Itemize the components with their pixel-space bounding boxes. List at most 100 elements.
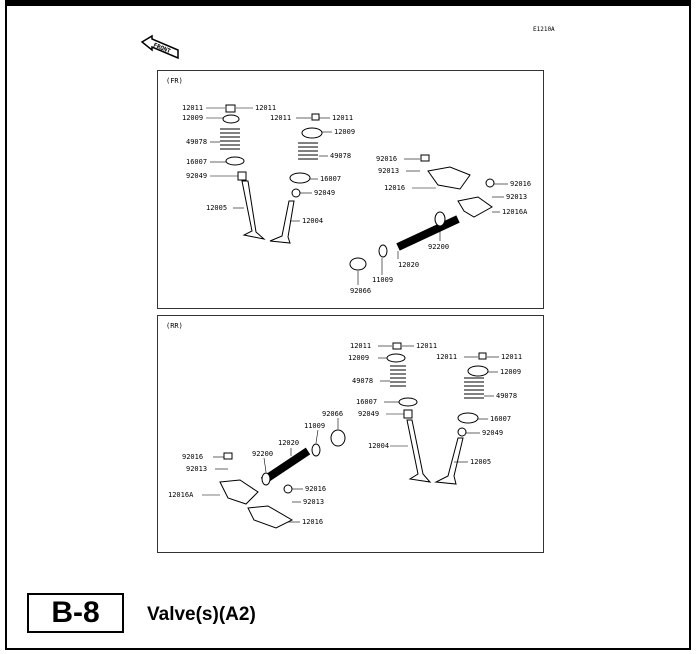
part-retainer <box>386 353 406 363</box>
panel-title-fr: (FR) <box>166 77 183 85</box>
callout-label: 92049 <box>358 410 379 418</box>
callout-label: 12011 <box>255 104 276 112</box>
callout-label: 16007 <box>490 415 511 423</box>
callout-label: 11009 <box>304 422 325 430</box>
part-valve-intake <box>269 200 295 244</box>
callout-label: 11009 <box>372 276 393 284</box>
callout-label: 92016 <box>376 155 397 163</box>
part-seal <box>289 172 311 184</box>
callout-label: 49078 <box>352 377 373 385</box>
callout-label: 92049 <box>314 189 335 197</box>
front-label: FRONT <box>152 42 172 55</box>
callout-label: 92013 <box>186 465 207 473</box>
part-retainer <box>467 365 489 377</box>
callout-label: 12005 <box>206 204 227 212</box>
part-seal <box>398 397 418 407</box>
callout-label: 12011 <box>270 114 291 122</box>
part-stem-seal <box>403 409 413 419</box>
part-plug <box>330 429 346 447</box>
part-plug <box>349 257 367 271</box>
callout-label: 12011 <box>182 104 203 112</box>
callout-label: 12020 <box>398 261 419 269</box>
callout-label: 92013 <box>303 498 324 506</box>
callout-label: 12016 <box>302 518 323 526</box>
callout-label: 12009 <box>182 114 203 122</box>
callout-label: 12004 <box>368 442 389 450</box>
part-rocker-arm <box>247 505 294 529</box>
callout-label: 12011 <box>436 353 457 361</box>
part-spring <box>298 142 318 160</box>
callout-label: 12011 <box>332 114 353 122</box>
section-title: Valve(s)(A2) <box>147 604 256 625</box>
part-o-ring <box>311 443 321 457</box>
section-code-badge: B-8 <box>27 593 124 633</box>
callout-label: 92066 <box>350 287 371 295</box>
part-rocker-arm <box>427 166 471 190</box>
parts-illustration-rr: 12011 12011 12009 49078 16007 92049 1200… <box>168 342 522 529</box>
callout-label: 12011 <box>501 353 522 361</box>
part-seal <box>457 412 479 424</box>
front-arrow-icon: FRONT <box>140 34 179 60</box>
part-rocker-shaft <box>260 447 311 485</box>
callout-label: 12011 <box>416 342 437 350</box>
part-rocker-arm-a <box>457 196 493 218</box>
callout-label: 92013 <box>378 167 399 175</box>
callout-label: 49078 <box>186 138 207 146</box>
callout-label: 12020 <box>278 439 299 447</box>
part-keeper <box>392 342 402 350</box>
part-keeper <box>478 352 487 360</box>
callout-label: 92049 <box>186 172 207 180</box>
callout-label: 16007 <box>320 175 341 183</box>
part-o-ring <box>261 472 271 486</box>
callout-label: 16007 <box>356 398 377 406</box>
callout-label: 49078 <box>496 392 517 400</box>
part-stem-seal <box>237 171 247 181</box>
page-frame <box>5 0 691 650</box>
callout-label: 92200 <box>428 243 449 251</box>
part-valve-exhaust <box>434 437 464 485</box>
part-adjuster-nut <box>283 484 293 494</box>
part-spring <box>464 377 484 399</box>
callout-label: 92013 <box>506 193 527 201</box>
callout-label: 12009 <box>348 354 369 362</box>
part-spring <box>220 128 240 150</box>
callout-label: 12005 <box>470 458 491 466</box>
callout-labels-fr: 12011 12011 12009 49078 16007 92049 1200… <box>182 104 531 295</box>
callout-label: 92066 <box>322 410 343 418</box>
part-rocker-arm-a <box>219 479 259 505</box>
callout-label: 12004 <box>302 217 323 225</box>
part-spring <box>390 365 406 387</box>
part-keeper <box>311 113 320 121</box>
callout-label: 12016A <box>168 491 194 499</box>
callout-label: 12016 <box>384 184 405 192</box>
callout-label: 12016A <box>502 208 528 216</box>
callout-label: 16007 <box>186 158 207 166</box>
part-seal <box>225 156 245 166</box>
callout-label: 92016 <box>305 485 326 493</box>
callout-label: 92049 <box>482 429 503 437</box>
callout-labels-rr: 12011 12011 12009 49078 16007 92049 1200… <box>168 342 522 526</box>
diagram-panel-fr: (FR) <box>157 70 544 309</box>
callout-label: 12009 <box>500 368 521 376</box>
part-adjuster-nut <box>420 154 430 162</box>
part-retainer <box>222 114 240 124</box>
part-stem-seal <box>457 427 467 437</box>
callout-label: 49078 <box>330 152 351 160</box>
callout-label: 12009 <box>334 128 355 136</box>
part-valve-exhaust <box>241 180 266 240</box>
figure-code: E1210A <box>533 26 555 33</box>
callout-label: 92016 <box>510 180 531 188</box>
part-adjuster-nut <box>223 452 233 460</box>
part-adjuster-nut <box>485 178 495 188</box>
part-stem-seal <box>291 188 301 198</box>
callout-label: 12011 <box>350 342 371 350</box>
part-valve-intake <box>406 419 432 483</box>
panel-title-rr: (RR) <box>166 322 183 330</box>
diagram-panel-rr: (RR) <box>157 315 544 553</box>
callout-label: 92016 <box>182 453 203 461</box>
part-retainer <box>301 127 323 139</box>
callout-label: 92200 <box>252 450 273 458</box>
part-o-ring <box>434 211 446 227</box>
parts-illustration-fr: 12011 12011 12009 49078 16007 92049 1200… <box>182 104 531 295</box>
part-keeper <box>225 104 236 113</box>
